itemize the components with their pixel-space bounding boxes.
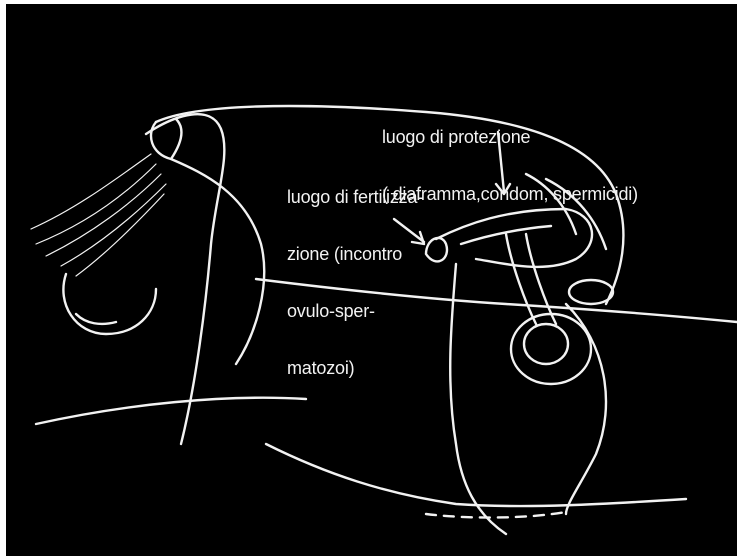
diagram-frame: luogo di protezione ( diaframma,condom, … xyxy=(6,4,737,556)
fertilization-label: luogo di fertilizza- zione (incontro ovu… xyxy=(287,150,423,416)
fertilization-label-line2: zione (incontro xyxy=(287,245,423,264)
fertilization-label-line1: luogo di fertilizza- xyxy=(287,188,423,207)
arm-inner xyxy=(171,159,264,364)
dashed-line xyxy=(426,512,566,518)
hand xyxy=(151,119,181,159)
face xyxy=(76,314,116,324)
fertilization-label-line3: ovulo-sper- xyxy=(287,302,423,321)
bottom-line xyxy=(266,444,686,506)
protection-label-line1: luogo di protezione xyxy=(382,128,638,147)
fertilization-label-line4: matozoi) xyxy=(287,359,423,378)
lower-leg-line xyxy=(36,398,306,424)
arm-outline xyxy=(146,114,224,444)
buttock-curve xyxy=(566,304,606,514)
hair-lines xyxy=(31,154,166,276)
head-outline xyxy=(63,274,156,334)
